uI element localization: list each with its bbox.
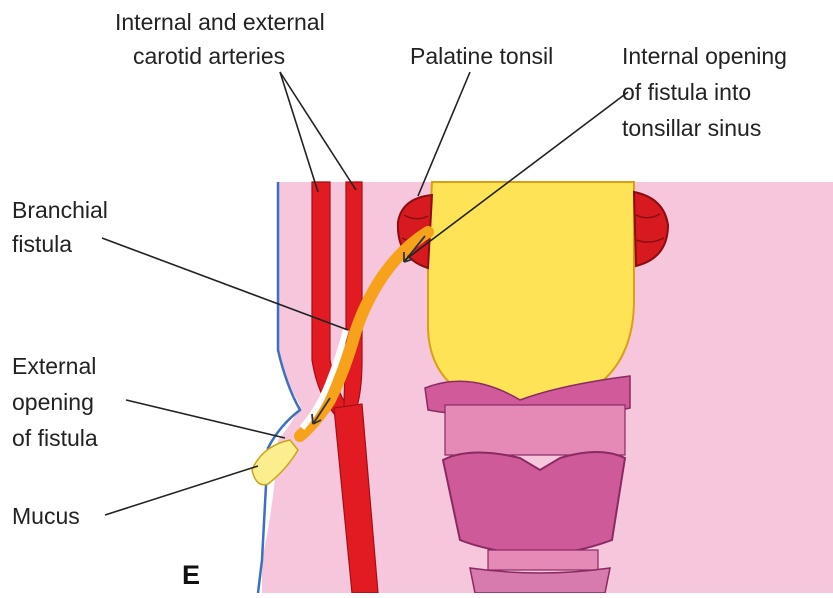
thyroid-cartilage [443, 452, 625, 556]
label-internal-opening-line2: of fistula into [622, 78, 751, 107]
panel-letter: E [182, 560, 200, 591]
label-palatine-tonsil: Palatine tonsil [410, 42, 553, 71]
carotid-leader-left [280, 72, 318, 192]
thyroid-membrane [445, 405, 625, 455]
label-external-line2: opening [12, 388, 94, 417]
label-mucus: Mucus [12, 502, 80, 531]
pharynx [428, 182, 634, 408]
label-carotid-line1: Internal and external [115, 8, 325, 37]
cricoid-membrane [488, 550, 598, 570]
external-opening-leader [126, 400, 285, 438]
label-carotid-line2: carotid arteries [133, 42, 285, 71]
tonsil-leader [418, 72, 470, 196]
label-external-line1: External [12, 352, 96, 381]
mucus-leader [105, 466, 258, 515]
label-branchial-line1: Branchial [12, 196, 108, 225]
label-external-line3: of fistula [12, 424, 98, 453]
label-internal-opening-line3: tonsillar sinus [622, 114, 761, 143]
label-internal-opening-line1: Internal opening [622, 42, 787, 71]
label-branchial-line2: fistula [12, 230, 72, 259]
carotid-leader-right [280, 72, 356, 190]
